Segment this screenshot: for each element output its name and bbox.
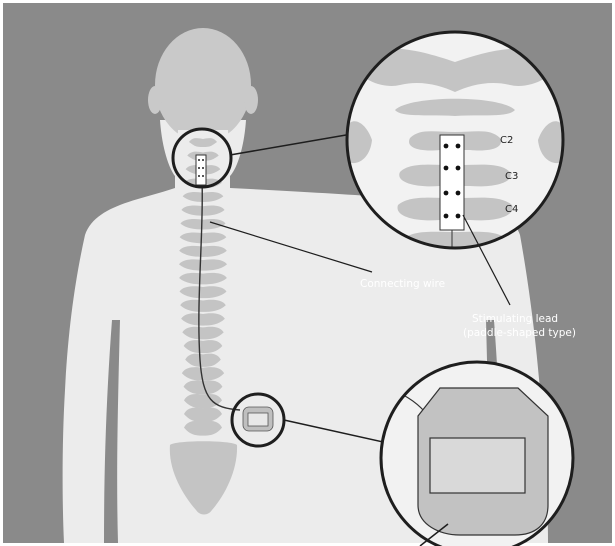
label-stimulating-lead-1: Stimulating lead: [472, 313, 558, 325]
vertebra: [179, 232, 227, 244]
vertebra: [185, 353, 221, 367]
label-c3: C3: [505, 171, 518, 182]
label-stimulating-lead-2: (paddle-shaped type): [463, 327, 576, 339]
generator-magnifier-content: [381, 379, 549, 536]
stimulating-lead-leader: [462, 214, 511, 306]
connecting-wire-line: [198, 179, 241, 411]
sacrum: [169, 441, 238, 515]
neck-callout-line: [229, 134, 347, 156]
paddle-lead: [439, 134, 465, 231]
head: [155, 28, 251, 142]
small-paddle-electrodes: [198, 159, 204, 177]
label-c2: C2: [500, 135, 513, 146]
pulse-generator-window: [429, 437, 526, 494]
neck-focus-circle: [171, 127, 233, 189]
small-generator-window: [247, 412, 269, 427]
vertebra: [179, 245, 227, 257]
vertebra: [184, 407, 222, 422]
vertebra: [181, 205, 225, 216]
vertebra: [182, 326, 224, 340]
vertebra: [179, 259, 227, 271]
vertebra: [184, 394, 222, 409]
vertebra: [182, 192, 224, 202]
right-ear: [244, 86, 258, 114]
connecting-wire-leader: [209, 221, 373, 273]
vertebra: [180, 299, 226, 312]
small-paddle-lead: [195, 154, 207, 186]
left-arm-gap: [104, 320, 120, 543]
vertebra: [183, 380, 223, 395]
vertebra: [181, 313, 225, 326]
paddle-electrodes: [443, 143, 461, 219]
vertebra: [183, 340, 223, 354]
left-ear: [148, 86, 162, 114]
vertebra: [181, 367, 225, 381]
vertebra: [179, 272, 227, 285]
vertebra: [180, 218, 226, 230]
vertebra: [189, 138, 217, 147]
generator-lower-wire: [419, 523, 449, 546]
vertebra: [184, 420, 222, 436]
label-connecting-wire: Connecting wire: [360, 278, 445, 290]
label-c4: C4: [505, 204, 518, 215]
vertebra: [179, 286, 227, 299]
generator-callout-line: [283, 419, 393, 445]
neck-magnifier-ring: [345, 30, 565, 250]
neck-magnifier-content: [347, 48, 563, 248]
generator-magnifier-ring: [379, 360, 575, 546]
